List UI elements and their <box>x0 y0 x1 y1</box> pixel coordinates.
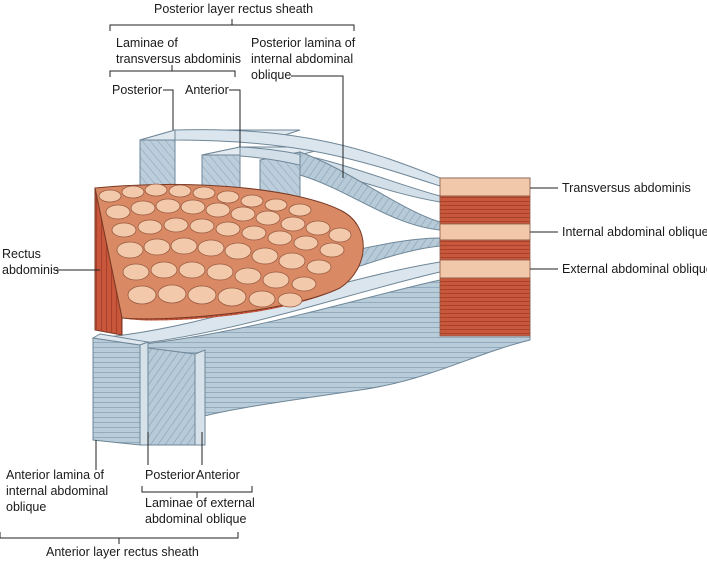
rectus-abdominis-muscle <box>94 183 364 336</box>
label-anterior-bottom: Anterior <box>196 468 240 482</box>
label-posterior-bottom: Posterior <box>145 468 196 482</box>
muscle-fiber-ends <box>98 183 352 308</box>
label-anterior-lamina-io-line3: oblique <box>6 500 47 514</box>
label-anterior-lamina-io-line2: internal abdominal <box>6 484 109 498</box>
label-laminae-transversus-line1: Laminae of <box>116 36 178 50</box>
label-posterior-layer-rectus-sheath: Posterior layer rectus sheath <box>154 2 314 16</box>
label-anterior-lamina-io-line1: Anterior lamina of <box>6 468 104 482</box>
label-posterior-top: Posterior <box>112 83 163 97</box>
lateral-muscles <box>439 177 531 337</box>
label-posterior-lamina-io-line1: Posterior lamina of <box>251 36 356 50</box>
label-laminae-external-line1: Laminae of external <box>145 496 255 510</box>
label-anterior-top: Anterior <box>185 83 229 97</box>
label-transversus-abdominis: Transversus abdominis <box>562 181 691 195</box>
brackets <box>0 19 355 544</box>
label-rectus-line2: abdominis <box>2 263 59 277</box>
label-internal-abdominal-oblique: Internal abdominal oblique <box>562 225 707 239</box>
label-rectus-line1: Rectus <box>2 247 41 261</box>
label-external-abdominal-oblique: External abdominal oblique <box>562 262 707 276</box>
label-posterior-lamina-io-line3: oblique <box>251 68 292 82</box>
leader-lines <box>56 75 558 470</box>
label-posterior-lamina-io-line2: internal abdominal <box>251 52 354 66</box>
label-laminae-external-line2: abdominal oblique <box>145 512 247 526</box>
anterior-laminae <box>91 333 206 446</box>
label-laminae-transversus-line2: transversus abdominis <box>116 52 242 66</box>
label-anterior-layer-rectus-sheath: Anterior layer rectus sheath <box>46 545 199 559</box>
